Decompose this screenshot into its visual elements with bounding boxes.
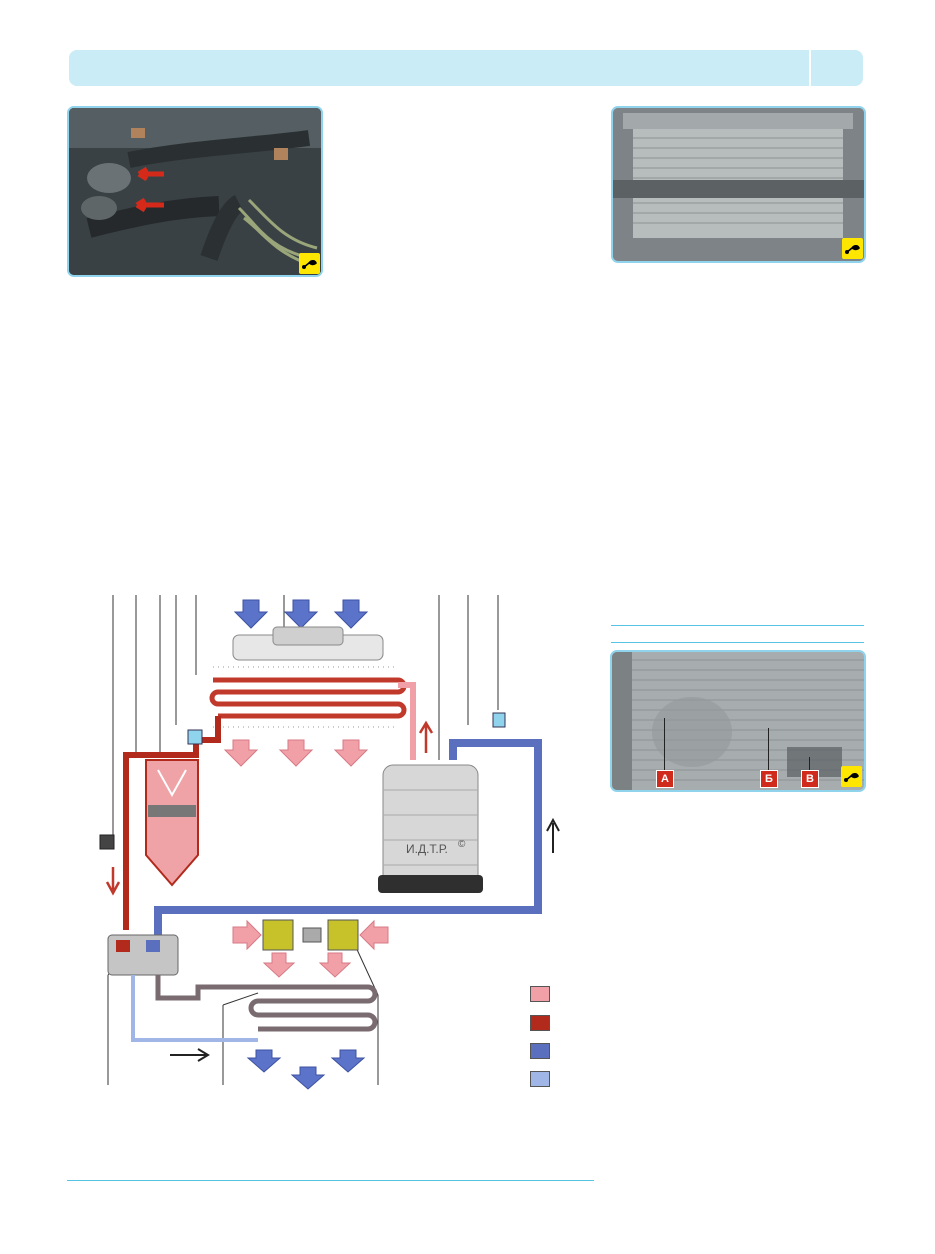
- flow-arrow-up: [418, 720, 434, 753]
- wrench-icon: [299, 253, 320, 274]
- cabin-air-in-arrows: [232, 919, 389, 978]
- evaporator-blower: [262, 919, 359, 951]
- label-a: А: [656, 770, 674, 788]
- callout-line-b: [768, 728, 769, 772]
- engine-hoses-illustration: [69, 108, 321, 275]
- legend-swatch-cold: [530, 1043, 550, 1059]
- radiator-closeup-photo: А Б В: [610, 650, 866, 792]
- section-rule-top: [611, 625, 864, 626]
- compressor: И.Д.Т.Р. ©: [378, 764, 483, 893]
- suction-line: [154, 739, 542, 940]
- flow-arrow-down: [105, 867, 121, 896]
- top-callout-lines: [112, 595, 499, 835]
- service-valve-high: [99, 834, 115, 850]
- legend-swatch-warm: [530, 986, 550, 1002]
- liquid-line: [123, 716, 221, 930]
- flow-arrow-up-return: [546, 817, 560, 853]
- flow-arrow-right: [170, 1048, 210, 1062]
- copyright-mark: ©: [458, 839, 466, 850]
- cool-air-arrows: [246, 1049, 366, 1090]
- discharge-line: [398, 682, 416, 760]
- radiator-fins-illustration: [612, 652, 864, 790]
- page-number-box: [811, 50, 863, 86]
- evaporator-coil: [155, 975, 378, 1032]
- pointer-arrow-upper: [137, 166, 164, 182]
- pressure-switch-low: [492, 712, 506, 728]
- header-band: [69, 50, 809, 86]
- callout-line-v: [809, 757, 810, 772]
- legend-swatch-cold-light: [530, 1071, 550, 1087]
- ac-system-diagram: И.Д.Т.Р. ©: [99, 595, 560, 1090]
- incoming-air-arrows: [233, 599, 369, 629]
- radiator-front-photo: [611, 106, 866, 263]
- condenser-fins: [213, 666, 398, 728]
- footer-rule: [67, 1180, 594, 1181]
- wrench-icon: [842, 238, 863, 259]
- pressure-switch-high: [187, 729, 203, 745]
- drier-filter: [148, 805, 196, 817]
- receiver-drier: [145, 759, 199, 887]
- pointer-arrow-lower: [135, 197, 164, 213]
- label-b: Б: [760, 770, 778, 788]
- section-rule-bottom: [611, 642, 864, 643]
- compressor-brand: И.Д.Т.Р.: [406, 842, 448, 856]
- label-v: В: [801, 770, 819, 788]
- legend-swatch-hot: [530, 1015, 550, 1031]
- engine-hoses-photo: [67, 106, 323, 277]
- low-pressure-liquid-line: [131, 975, 258, 1042]
- warm-air-arrows: [223, 739, 369, 767]
- condenser-coil: [209, 677, 407, 719]
- wrench-icon: [841, 766, 862, 787]
- radiator-front-illustration: [613, 108, 864, 261]
- callout-line-a: [664, 718, 665, 772]
